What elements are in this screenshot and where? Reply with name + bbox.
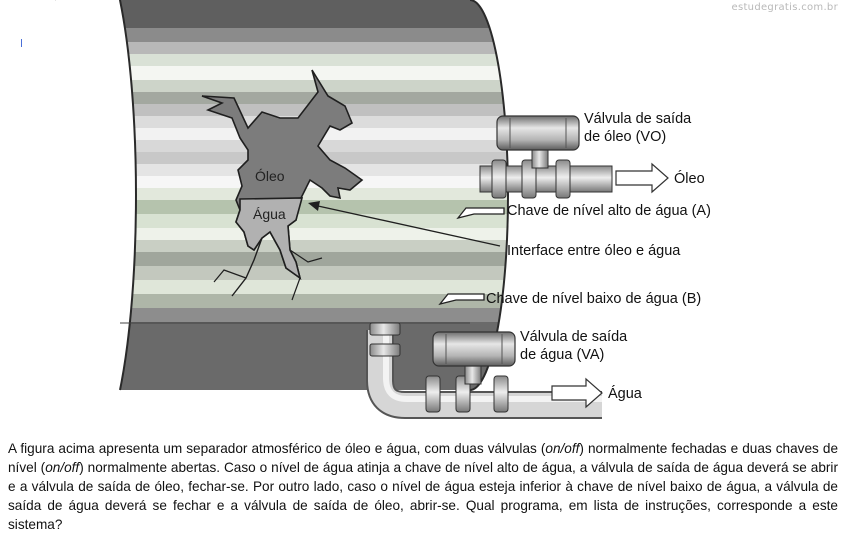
oil-outlet-pipe bbox=[479, 115, 613, 199]
interface-pointer bbox=[308, 201, 501, 247]
separator-diagram bbox=[55, 0, 669, 419]
question-text-part1: A figura acima apresenta um separador at… bbox=[8, 441, 546, 456]
question-text-part3: ) normalmente abertas. Caso o nível de á… bbox=[8, 460, 838, 532]
oil-arrow bbox=[615, 162, 669, 194]
cutaway-hole bbox=[201, 69, 364, 301]
oil-outlet-label: Óleo bbox=[674, 171, 705, 187]
valve-oil-label-line1: Válvula de saída bbox=[584, 111, 692, 127]
high-level-switch-label: Chave de nível alto de água (A) bbox=[507, 203, 711, 219]
valve-water-label-line2: de água (VA) bbox=[520, 347, 605, 363]
water-arrow bbox=[551, 377, 603, 409]
tank-oil-label: Óleo bbox=[255, 168, 285, 184]
question-text-emphasis1: on/off bbox=[545, 441, 580, 456]
watermark: estudegratis.com.br bbox=[731, 2, 838, 13]
interface-label: Interface entre óleo e água bbox=[507, 243, 681, 259]
valve-water-label-line1: Válvula de saída bbox=[520, 329, 628, 345]
water-outlet-pipe bbox=[366, 322, 602, 419]
valve-oil-label-line2: de óleo (VO) bbox=[584, 129, 667, 145]
question-text-part2: ) normalmente fechadas e duas chaves de … bbox=[8, 441, 839, 475]
water-outlet-label: Água bbox=[608, 386, 642, 402]
high-level-switch-symbol bbox=[456, 207, 505, 220]
question-text: A figura acima apresenta um separador at… bbox=[8, 439, 838, 534]
low-level-switch-symbol bbox=[438, 293, 485, 306]
text-cursor bbox=[21, 39, 22, 47]
tank-water-label: Água bbox=[253, 206, 286, 222]
low-level-switch-label: Chave de nível baixo de água (B) bbox=[486, 291, 702, 307]
question-text-emphasis2: on/off bbox=[45, 460, 80, 475]
